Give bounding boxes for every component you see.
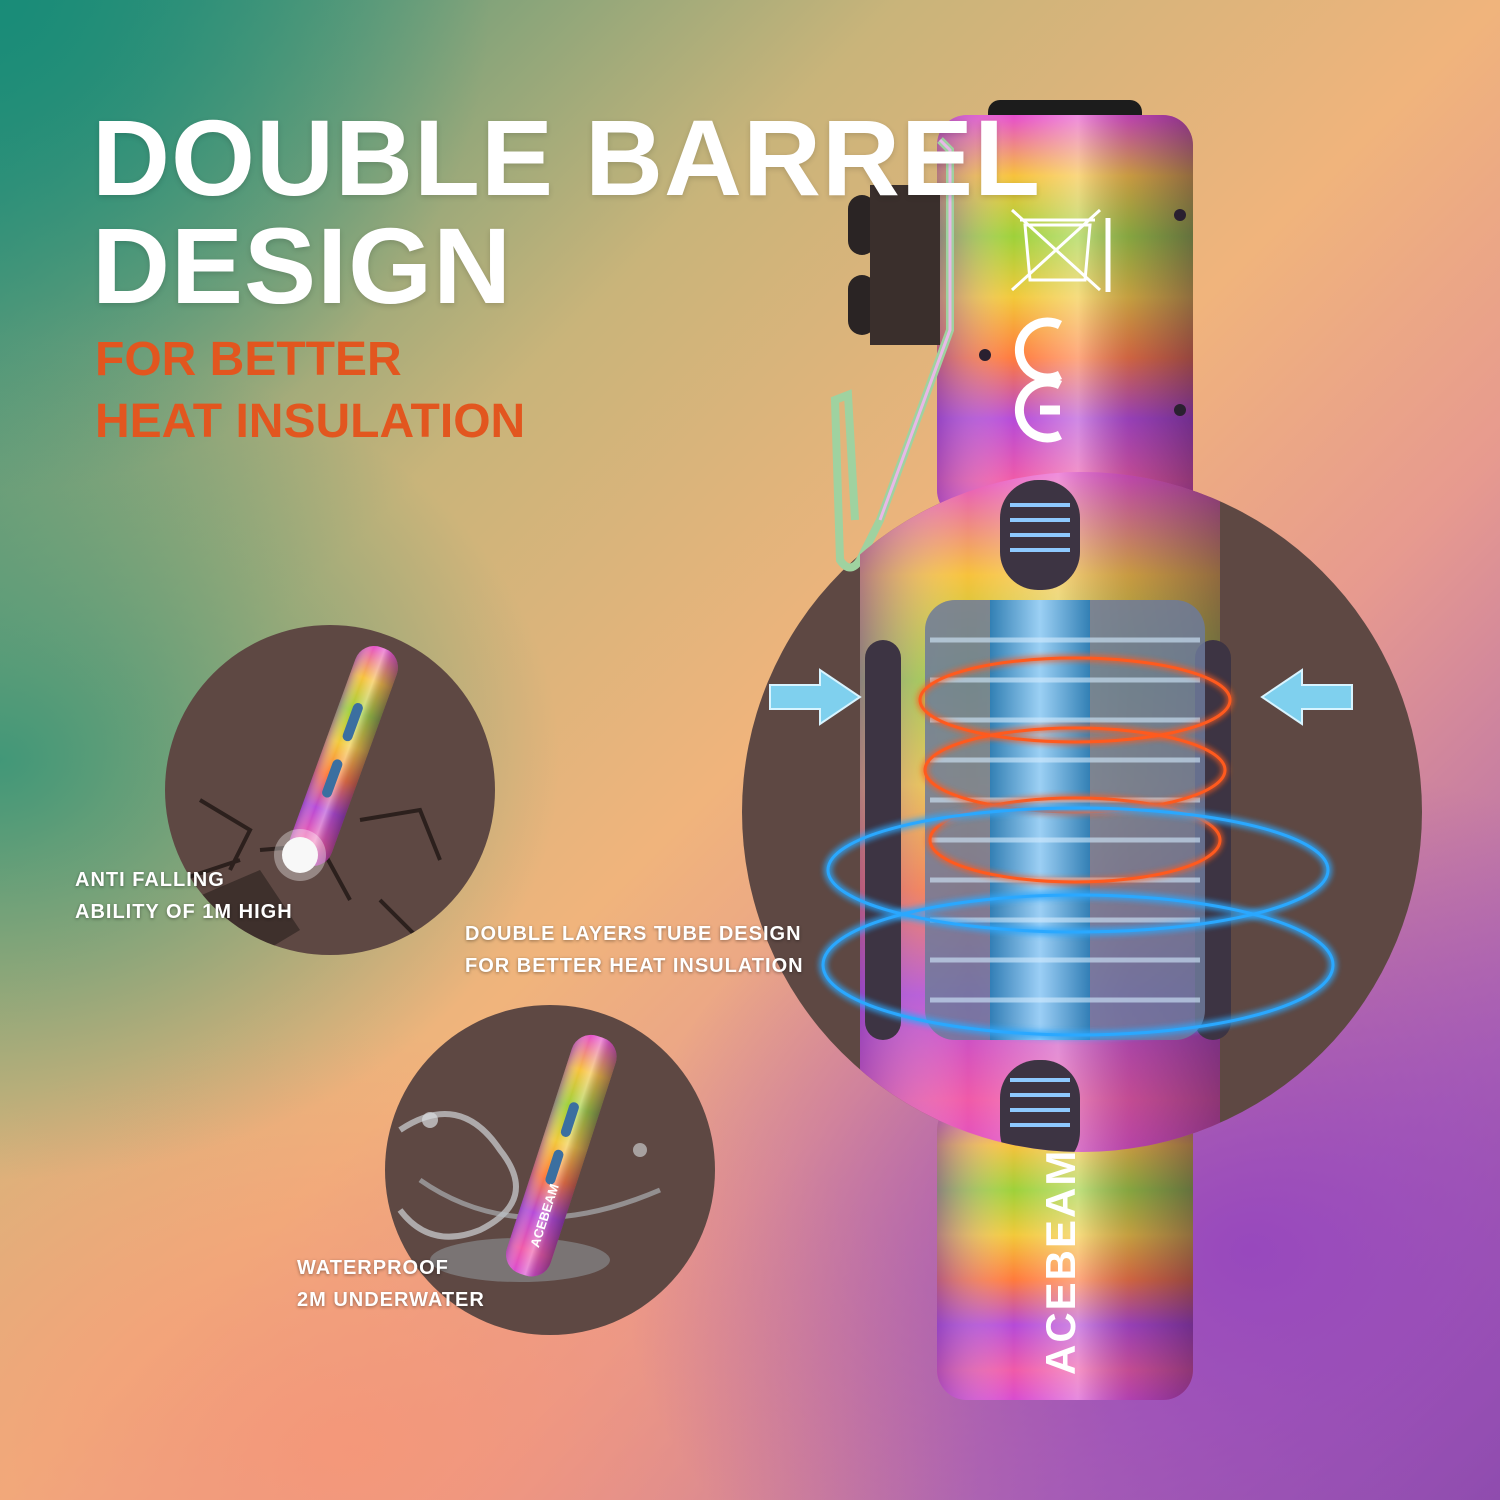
subheadline-line-1: FOR BETTER	[95, 333, 402, 386]
double-layers-line-1: DOUBLE LAYERS TUBE DESIGN	[465, 923, 802, 945]
double-layers-line-2: FOR BETTER HEAT INSULATION	[465, 955, 804, 977]
zoomed-tube-view	[860, 472, 1231, 1152]
waterproof-circle: ACEBEAM	[385, 1005, 715, 1335]
insulation-rings	[819, 804, 1337, 1039]
arrow-right-icon	[769, 668, 862, 726]
pocket-clip	[830, 137, 954, 572]
acebeam-engraving: ACEBEAM	[1037, 1149, 1084, 1375]
anti-falling-line-2: ABILITY OF 1M HIGH	[75, 901, 293, 923]
headline-line-2: DESIGN	[92, 205, 513, 326]
headline-line-1: DOUBLE BARREL	[92, 97, 1041, 218]
double-layers-label: DOUBLE LAYERS TUBE DESIGN FOR BETTER HEA…	[465, 918, 804, 982]
waterproof-line-2: 2M UNDERWATER	[297, 1289, 485, 1311]
anti-falling-circle	[165, 625, 495, 955]
arrow-left-icon	[1260, 668, 1353, 726]
flashlight-body: ACEBEAM	[937, 100, 1193, 1400]
heat-rings	[917, 655, 1233, 885]
weee-bin-icon	[1010, 208, 1111, 292]
anti-falling-label: ANTI FALLING ABILITY OF 1M HIGH	[75, 864, 293, 928]
anti-falling-line-1: ANTI FALLING	[75, 869, 225, 891]
subheadline-line-2: HEAT INSULATION	[95, 395, 526, 448]
waterproof-label: WATERPROOF 2M UNDERWATER	[297, 1252, 485, 1316]
waterproof-line-1: WATERPROOF	[297, 1257, 449, 1279]
ce-mark-icon	[1014, 317, 1063, 443]
